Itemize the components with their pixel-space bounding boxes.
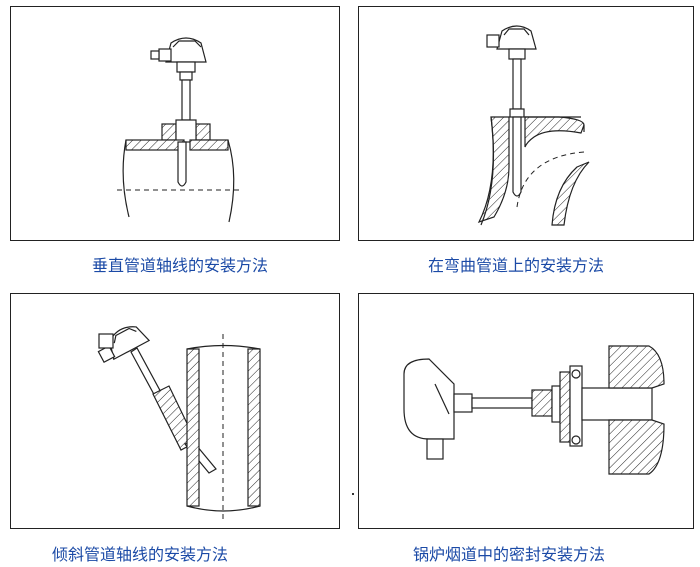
thermocouple-boiler-flue-icon xyxy=(403,345,665,475)
thermocouple-bent-pipe-icon xyxy=(477,25,590,226)
caption-vertical: 垂直管道轴线的安装方法 xyxy=(92,256,269,275)
caption-inclined: 倾斜管道轴线的安装方法 xyxy=(52,545,229,564)
caption-flue: 锅炉烟道中的密封安装方法 xyxy=(413,545,606,564)
thermocouple-vertical-pipe-icon xyxy=(117,37,243,223)
caption-bent: 在弯曲管道上的安装方法 xyxy=(428,256,605,275)
stray-dot xyxy=(352,493,354,495)
diagram-panel-bent xyxy=(358,6,694,241)
diagram-panel-flue xyxy=(358,293,694,529)
diagram-panel-inclined xyxy=(10,293,340,529)
thermocouple-inclined-pipe-icon xyxy=(97,326,261,519)
diagram-panel-vertical xyxy=(10,6,340,241)
